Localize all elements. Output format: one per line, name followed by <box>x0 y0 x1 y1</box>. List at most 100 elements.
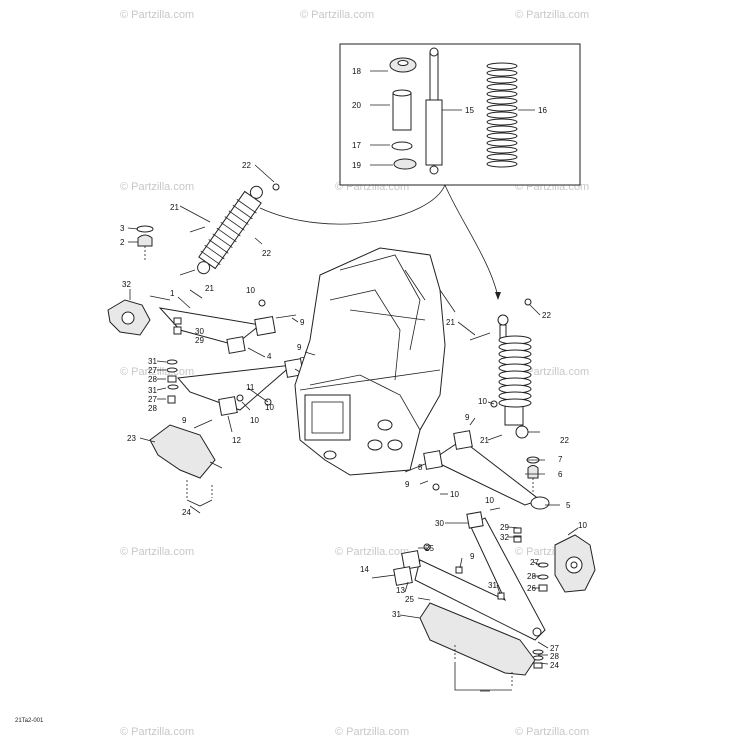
watermark-text: © Partzilla.com <box>515 366 589 378</box>
callout-label: 28 <box>148 375 157 384</box>
watermark-text: © Partzilla.com <box>120 366 194 378</box>
callout-label: 4 <box>267 352 272 361</box>
callout-label: 1 <box>170 289 175 298</box>
callout-label: 9 <box>182 416 187 425</box>
watermark-text: © Partzilla.com <box>300 9 374 21</box>
callout-label: 22 <box>560 436 569 445</box>
right-lower-a-arm <box>371 511 546 641</box>
callout-label: 29 <box>500 523 509 532</box>
left-skid-plate <box>149 424 223 507</box>
callout-labels: 18 20 17 19 15 16 22 21 3 2 22 21 32 1 1… <box>120 67 587 670</box>
right-upper-a-arm <box>404 400 550 511</box>
right-shock-assembly <box>469 298 540 439</box>
callout-label: 25 <box>405 595 414 604</box>
callout-label: 20 <box>352 101 361 110</box>
left-ball-joint <box>136 225 154 260</box>
callout-label: 30 <box>435 519 444 528</box>
callout-label: 10 <box>478 397 487 406</box>
callout-label: 22 <box>242 161 251 170</box>
callout-label: 12 <box>232 436 241 445</box>
callout-label: 32 <box>500 533 509 542</box>
right-ball-joint <box>526 456 540 495</box>
callout-label: 24 <box>182 508 191 517</box>
coil-spring-part <box>486 62 518 168</box>
callout-label: 21 <box>480 436 489 445</box>
watermark-text: © Partzilla.com <box>120 726 194 738</box>
callout-label: 9 <box>405 480 410 489</box>
watermark-text: © Partzilla.com <box>120 9 194 21</box>
watermark-text: © Partzilla.com <box>515 726 589 738</box>
callout-label: 22 <box>262 249 271 258</box>
callout-label: 2 <box>120 238 125 247</box>
callout-label: 6 <box>558 470 563 479</box>
callout-label: 27 <box>550 644 559 653</box>
callout-label: 27 <box>148 395 157 404</box>
left-hardware-stack <box>166 317 182 404</box>
callout-label: 21 <box>170 203 179 212</box>
callout-label: 21 <box>205 284 214 293</box>
callout-label: 9 <box>297 343 302 352</box>
callout-label: 28 <box>527 572 536 581</box>
callout-label: 28 <box>148 404 157 413</box>
callout-label: 9 <box>465 413 470 422</box>
callout-label: 19 <box>352 161 361 170</box>
ring-part <box>393 158 417 170</box>
callout-label: 10 <box>250 416 259 425</box>
right-skid-plate <box>399 602 536 691</box>
watermark-text: © Partzilla.com <box>335 546 409 558</box>
reference-curve-right <box>444 184 499 298</box>
callout-label: 17 <box>352 141 361 150</box>
callout-label: 10 <box>246 286 255 295</box>
callout-label: 11 <box>246 383 255 392</box>
shock-detail-inset <box>339 43 581 186</box>
callout-label: 27 <box>148 366 157 375</box>
vehicle-frame <box>294 247 456 476</box>
left-steering-knuckle <box>107 295 171 336</box>
callout-label: 8 <box>418 463 423 472</box>
callout-label: 5 <box>566 501 571 510</box>
right-hardware-stack <box>513 527 549 669</box>
shock-absorber-part <box>425 47 443 175</box>
watermark-text: © Partzilla.com <box>515 9 589 21</box>
callout-label: 31 <box>148 357 157 366</box>
right-steering-knuckle <box>554 534 596 593</box>
bushing-part <box>392 92 412 131</box>
callout-label: 10 <box>578 521 587 530</box>
callout-label: 30 <box>195 327 204 336</box>
callout-label: 14 <box>360 565 369 574</box>
callout-label: 29 <box>195 336 204 345</box>
ring-part <box>391 141 413 151</box>
callout-label: 22 <box>542 311 551 320</box>
diagram-code: 21Ta2-001 <box>15 718 44 724</box>
callout-label: 3 <box>120 224 125 233</box>
callout-label: 28 <box>550 652 559 661</box>
left-shock-assembly <box>179 183 280 276</box>
callout-label: 15 <box>465 106 474 115</box>
callout-label: 31 <box>488 581 497 590</box>
callout-label: 23 <box>127 434 136 443</box>
callout-label: 10 <box>485 496 494 505</box>
callout-label: 25 <box>425 544 434 553</box>
left-upper-a-arm <box>158 299 297 354</box>
callout-label: 9 <box>300 318 305 327</box>
callout-label: 10 <box>450 490 459 499</box>
callout-label: 32 <box>122 280 131 289</box>
callout-label: 9 <box>470 552 475 561</box>
callout-label: 13 <box>396 586 405 595</box>
callout-label: 31 <box>148 386 157 395</box>
watermark-text: © Partzilla.com <box>120 181 194 193</box>
watermark-text: © Partzilla.com <box>120 546 194 558</box>
watermark-text: © Partzilla.com <box>335 726 409 738</box>
callout-label: 18 <box>352 67 361 76</box>
callout-label: 16 <box>538 106 547 115</box>
callout-label: 10 <box>265 403 274 412</box>
leader-lines <box>127 164 579 692</box>
callout-label: 7 <box>558 455 563 464</box>
callout-label: 31 <box>392 610 401 619</box>
callout-label: 24 <box>550 661 559 670</box>
callout-label: 27 <box>530 558 539 567</box>
callout-label: 26 <box>527 584 536 593</box>
reference-curve-left <box>259 184 446 225</box>
